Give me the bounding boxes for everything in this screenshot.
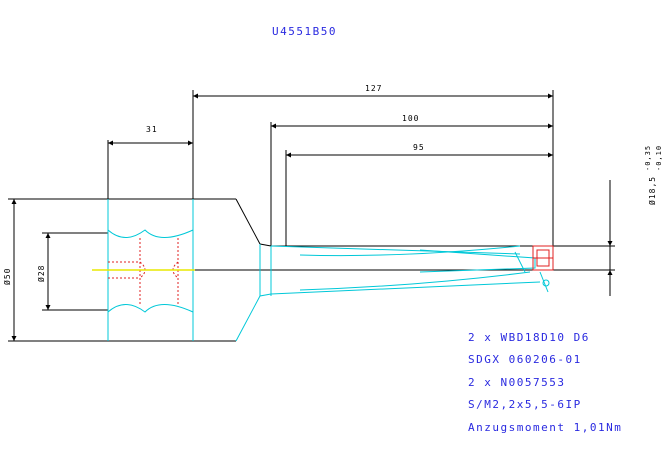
- dim-tip-tol-lower: -0,10: [655, 145, 663, 171]
- drawing-title: U4551B50: [272, 25, 337, 38]
- dim-shank-length: 31: [146, 125, 158, 134]
- dimension-lines: [11, 93, 613, 341]
- dim-diameter-50: Ø50: [2, 268, 12, 285]
- dim-diameter-28: Ø28: [36, 265, 46, 282]
- dim-length-95: 95: [413, 143, 425, 152]
- parts-list: 2 x WBD18D10 D6 SDGX 060206-01 2 x N0057…: [468, 331, 622, 434]
- dim-overall-length: 127: [365, 84, 382, 93]
- tool-outline: [8, 90, 615, 342]
- dim-length-100: 100: [402, 114, 419, 123]
- insert-icon: [532, 245, 554, 271]
- parts-list-item: Anzugsmoment 1,01Nm: [468, 421, 622, 434]
- parts-list-item: 2 x WBD18D10 D6: [468, 331, 590, 344]
- dim-tip-diameter: Ø18,5: [647, 176, 657, 205]
- parts-list-item: 2 x N0057553: [468, 376, 565, 389]
- dim-tip-tol-upper: -0,35: [644, 145, 652, 171]
- coolant-bores: [108, 238, 179, 305]
- parts-list-item: S/M2,2x5,5-6IP: [468, 398, 582, 411]
- parts-list-item: SDGX 060206-01: [468, 353, 582, 366]
- hidden-geometry: [107, 199, 550, 342]
